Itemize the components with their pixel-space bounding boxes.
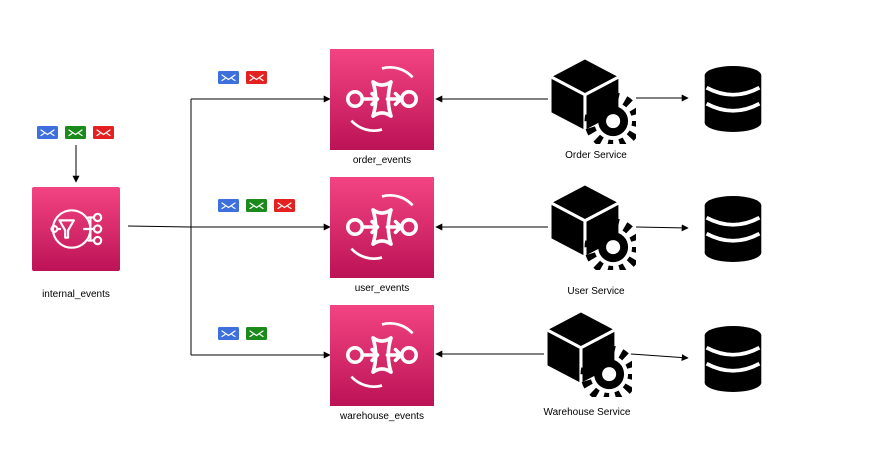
queue-label: order_events	[353, 155, 411, 166]
arrow-user-service-to-db	[635, 224, 689, 232]
database-icon	[703, 326, 763, 392]
connectors	[72, 94, 689, 362]
queue-label: warehouse_events	[339, 411, 424, 422]
topic-label: internal_events	[42, 289, 110, 300]
service-label: Order Service	[565, 150, 627, 161]
envelope-blue-icon	[218, 327, 239, 340]
database-icon	[703, 66, 763, 132]
queue-message-group	[218, 199, 295, 212]
service-cube-gear-icon	[552, 60, 637, 145]
queue-tile[interactable]	[330, 177, 434, 278]
queue-tile[interactable]	[330, 305, 434, 406]
service-warehouse-service[interactable]: Warehouse Service	[544, 313, 633, 418]
service-label: Warehouse Service	[544, 407, 631, 418]
service-cube-gear-icon	[548, 313, 633, 398]
queue-user-events[interactable]: user_events	[218, 177, 434, 294]
envelope-red-icon	[246, 71, 267, 84]
envelope-blue-icon	[218, 71, 239, 84]
queue-label: user_events	[355, 283, 409, 294]
service-user-service[interactable]: User Service	[552, 186, 637, 297]
queue-warehouse-events[interactable]: warehouse_events	[218, 305, 434, 422]
arrow-warehouse-service-to-db	[630, 353, 689, 362]
service-order-service[interactable]: Order Service	[552, 60, 637, 161]
service-label: User Service	[567, 286, 625, 297]
queues: order_events user_events warehouse_events	[218, 49, 434, 422]
internal-events-topic[interactable]: internal_events	[32, 187, 120, 300]
line-hub-trunk	[127, 225, 191, 228]
envelope-blue-icon	[218, 199, 239, 212]
envelope-red-icon	[274, 199, 295, 212]
databases	[703, 66, 763, 392]
service-cube-gear-icon	[552, 186, 637, 271]
database-icon	[703, 196, 763, 262]
envelope-blue-icon	[37, 126, 58, 139]
queue-message-group	[218, 327, 267, 340]
queue-message-group	[218, 71, 267, 84]
topic-tile[interactable]	[32, 187, 120, 271]
envelope-red-icon	[93, 126, 114, 139]
queue-order-events[interactable]: order_events	[218, 49, 434, 166]
envelope-green-icon	[246, 327, 267, 340]
queue-tile[interactable]	[330, 49, 434, 150]
envelope-green-icon	[65, 126, 86, 139]
envelope-green-icon	[246, 199, 267, 212]
incoming-message-group	[37, 126, 114, 139]
